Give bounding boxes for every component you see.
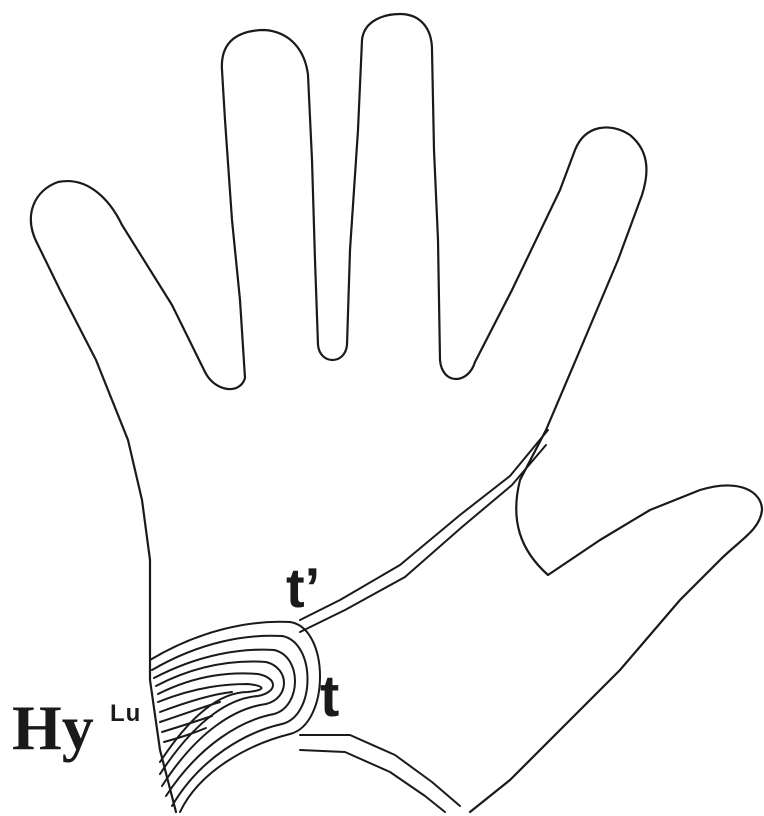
hand-outline bbox=[31, 14, 762, 812]
axial-triradius-distal-label: t’ bbox=[286, 560, 320, 616]
crease-lower-line-2 bbox=[300, 750, 445, 812]
crease-lower-line-1 bbox=[300, 735, 460, 806]
crease-upper-line-2 bbox=[300, 445, 546, 632]
hypothenar-pattern-superscript: Lu bbox=[110, 702, 141, 726]
hypothenar-loop-ridges bbox=[150, 622, 320, 812]
crease-upper-line-1 bbox=[300, 430, 548, 620]
hypothenar-pattern-label: Hy bbox=[12, 696, 94, 760]
axial-triradius-label: t bbox=[320, 668, 339, 726]
